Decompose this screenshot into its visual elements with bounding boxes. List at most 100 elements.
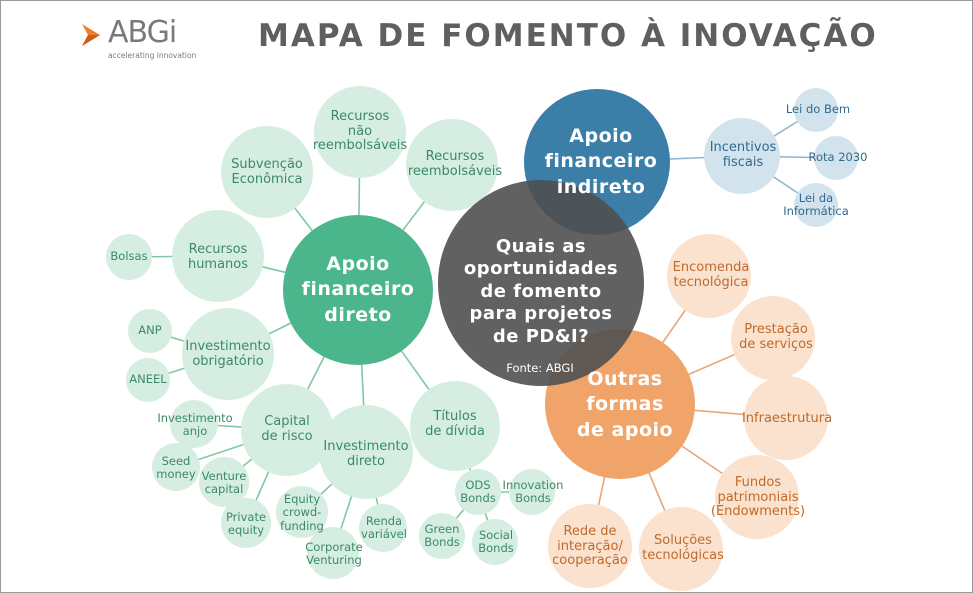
node-human-resources: Recursos humanos bbox=[168, 230, 268, 285]
green-medium-circles bbox=[172, 86, 500, 499]
node-reimbursable: Recursos reembolsáveis bbox=[400, 135, 510, 195]
node-infrastructure: Infraestrutura bbox=[734, 406, 840, 432]
node-debt-securities: Títulos de dívida bbox=[410, 400, 500, 450]
node-bg bbox=[172, 210, 264, 302]
node-label: Incentivos fiscais bbox=[709, 140, 777, 170]
node-label: Rede de interação/ cooperação bbox=[552, 523, 628, 569]
hub-indirect-label: Apoio financeiro indireto bbox=[544, 125, 658, 198]
node-bg bbox=[639, 507, 723, 591]
logo-chevron-icon bbox=[82, 24, 100, 46]
logo-tagline: accelerating innovation bbox=[108, 51, 197, 60]
node-label: Recursos não reembolsáveis bbox=[312, 108, 408, 154]
node-label: Investimento obrigatório bbox=[185, 339, 271, 369]
node-label: Renda variável bbox=[361, 513, 407, 541]
node-label: Encomenda tecnológica bbox=[672, 260, 750, 290]
node-bg bbox=[359, 504, 407, 552]
node-bg bbox=[715, 455, 799, 539]
node-label: Innovation Bonds bbox=[502, 477, 564, 505]
node-bg bbox=[794, 183, 838, 227]
node-variable-income: Renda variável bbox=[356, 510, 412, 546]
node-tax-incentives: Incentivos fiscais bbox=[702, 131, 784, 181]
node-bg bbox=[106, 234, 152, 280]
hub-direct-label: Apoio financeiro direto bbox=[301, 253, 415, 326]
node-label: Capital de risco bbox=[261, 414, 313, 444]
node-grants: Bolsas bbox=[104, 245, 154, 269]
node-label: Seed money bbox=[156, 453, 196, 481]
node-seed-money: Seed money bbox=[148, 450, 204, 486]
node-label: Recursos reembolsáveis bbox=[407, 149, 503, 179]
node-label: Investimento direto bbox=[323, 439, 409, 469]
node-vc: Venture capital bbox=[194, 465, 254, 501]
node-label: Private equity bbox=[225, 509, 267, 537]
hub-direct: Apoio financeiro direto bbox=[283, 215, 433, 365]
node-bg bbox=[221, 126, 313, 218]
node-bg bbox=[276, 486, 328, 538]
node-bg bbox=[731, 296, 815, 380]
node-bg bbox=[814, 136, 858, 180]
node-bg bbox=[182, 308, 274, 400]
node-bg bbox=[319, 405, 413, 499]
node-bg bbox=[241, 384, 333, 476]
node-label: Corporate Venturing bbox=[305, 539, 363, 567]
center-circle-bg bbox=[438, 180, 644, 386]
node-label: Venture capital bbox=[201, 468, 247, 496]
node-label: Equity crowd- funding bbox=[280, 492, 324, 533]
node-rota-2030: Rota 2030 bbox=[802, 146, 874, 170]
node-label: Investimento anjo bbox=[157, 410, 233, 438]
node-label: Soluções tecnológicas bbox=[642, 533, 724, 563]
node-label: ANP bbox=[138, 323, 162, 338]
node-bg bbox=[410, 381, 500, 471]
node-venture-capital: Capital de risco bbox=[245, 404, 329, 456]
node-cooperation-network: Rede de interação/ cooperação bbox=[542, 516, 638, 578]
node-bg bbox=[307, 527, 359, 579]
node-tech-solutions: Soluções tecnológicas bbox=[632, 525, 734, 573]
node-bg bbox=[419, 513, 465, 559]
node-lei-do-bem: Lei do Bem bbox=[778, 98, 858, 122]
page-title: MAPA DE FOMENTO À INOVAÇÃO bbox=[258, 18, 878, 54]
node-direct-investment: Investimento direto bbox=[316, 430, 416, 480]
node-equity-crowdfunding: Equity crowd- funding bbox=[270, 490, 334, 536]
node-label: ODS Bonds bbox=[460, 477, 496, 505]
source-label: Fonte: ABGI bbox=[506, 361, 574, 375]
node-services: Prestação de serviços bbox=[726, 314, 826, 362]
node-label: Green Bonds bbox=[424, 521, 460, 549]
node-lei-informatica: Lei da Informática bbox=[776, 186, 856, 224]
node-anp: ANP bbox=[128, 320, 172, 342]
node-bg bbox=[472, 519, 518, 565]
hub-indirect: Apoio financeiro indireto bbox=[530, 92, 672, 232]
node-label: Fundos patrimoniais (Endowments) bbox=[710, 474, 806, 520]
node-bg bbox=[199, 457, 249, 507]
node-angel-investment: Investimento anjo bbox=[150, 406, 240, 444]
node-bg bbox=[667, 234, 751, 318]
hub-direct-bg bbox=[283, 215, 433, 365]
node-label: Recursos humanos bbox=[187, 241, 249, 272]
node-label: Bolsas bbox=[110, 249, 148, 264]
node-bg bbox=[455, 469, 501, 515]
node-endowment-funds: Fundos patrimoniais (Endowments) bbox=[702, 467, 814, 529]
orange-circles bbox=[548, 234, 828, 591]
node-nonreimbursable: Recursos não reembolsáveis bbox=[310, 92, 410, 172]
node-bg bbox=[170, 400, 218, 448]
node-social-bonds: Social Bonds bbox=[468, 524, 524, 560]
node-bg bbox=[509, 469, 555, 515]
center-question: Quais as oportunidades de fomento para p… bbox=[456, 222, 626, 362]
center-question-label: Quais as oportunidades de fomento para p… bbox=[463, 235, 619, 347]
node-subsidy: Subvenção Econômica bbox=[217, 145, 317, 200]
node-label: Rota 2030 bbox=[808, 150, 868, 165]
node-bg bbox=[128, 309, 172, 353]
node-label: Títulos de dívida bbox=[425, 409, 485, 439]
node-bg bbox=[152, 443, 200, 491]
node-bg bbox=[126, 358, 170, 402]
node-corporate-venturing: Corporate Venturing bbox=[296, 536, 372, 572]
blue-circles bbox=[704, 88, 858, 227]
hub-other: Outras formas de apoio bbox=[560, 340, 690, 470]
node-bg bbox=[314, 86, 406, 178]
node-label: Lei da Informática bbox=[783, 190, 849, 218]
node-bg bbox=[794, 88, 838, 132]
node-green-bonds: Green Bonds bbox=[414, 518, 470, 554]
node-bg bbox=[548, 504, 632, 588]
node-aneel: ANEEL bbox=[122, 369, 174, 391]
node-bg bbox=[704, 118, 780, 194]
abgi-logo: ABGi accelerating innovation bbox=[80, 16, 200, 64]
